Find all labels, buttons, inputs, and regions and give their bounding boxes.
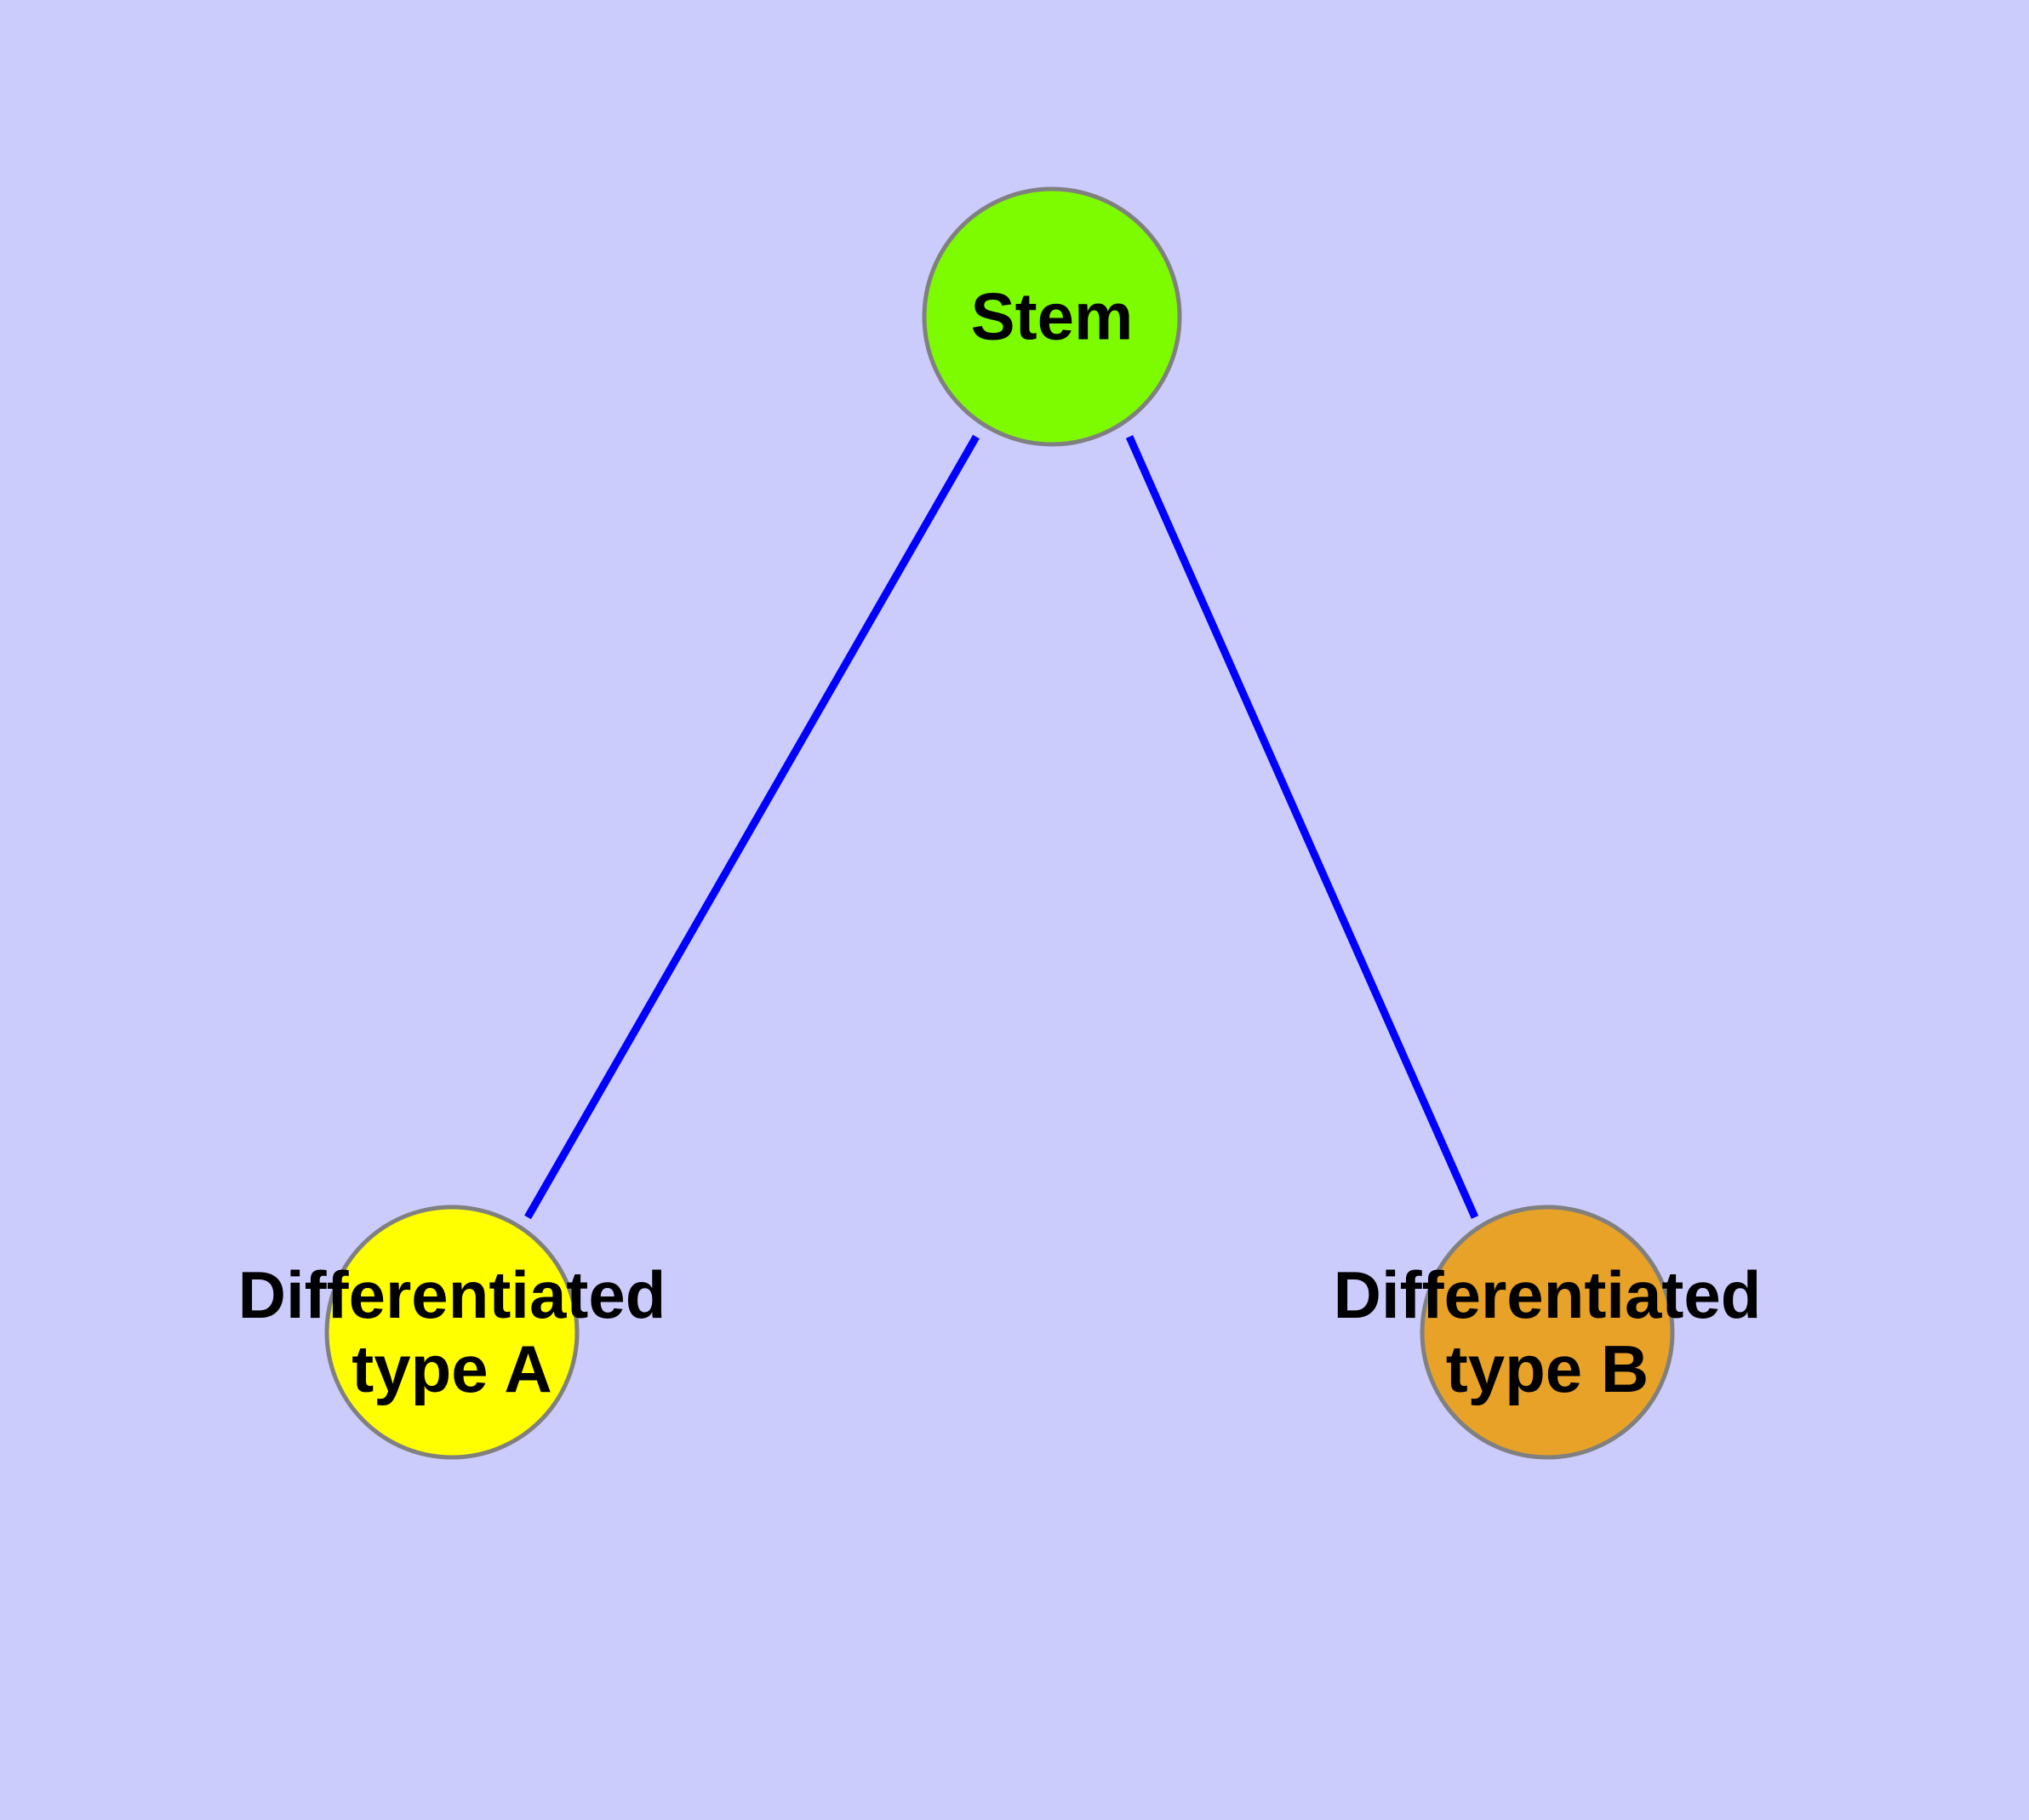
node-label-line: type A <box>352 1331 552 1406</box>
edges-group <box>524 434 1479 1220</box>
nodes-group <box>324 186 1675 1460</box>
node-label-stem: Stem <box>971 279 1134 354</box>
node-label-line: Differentiated <box>1334 1257 1762 1332</box>
node-differentiated-type-b[interactable] <box>1420 1205 1675 1460</box>
node-label-line: type B <box>1446 1331 1649 1406</box>
edge-stem-to-differentiated-type-b[interactable] <box>1125 435 1479 1219</box>
node-label-line: Stem <box>971 279 1134 354</box>
node-stem[interactable] <box>922 186 1182 447</box>
node-differentiated-type-a[interactable] <box>324 1205 580 1460</box>
edge-stem-to-differentiated-type-a[interactable] <box>524 434 980 1220</box>
node-label-line: Differentiated <box>238 1257 666 1332</box>
